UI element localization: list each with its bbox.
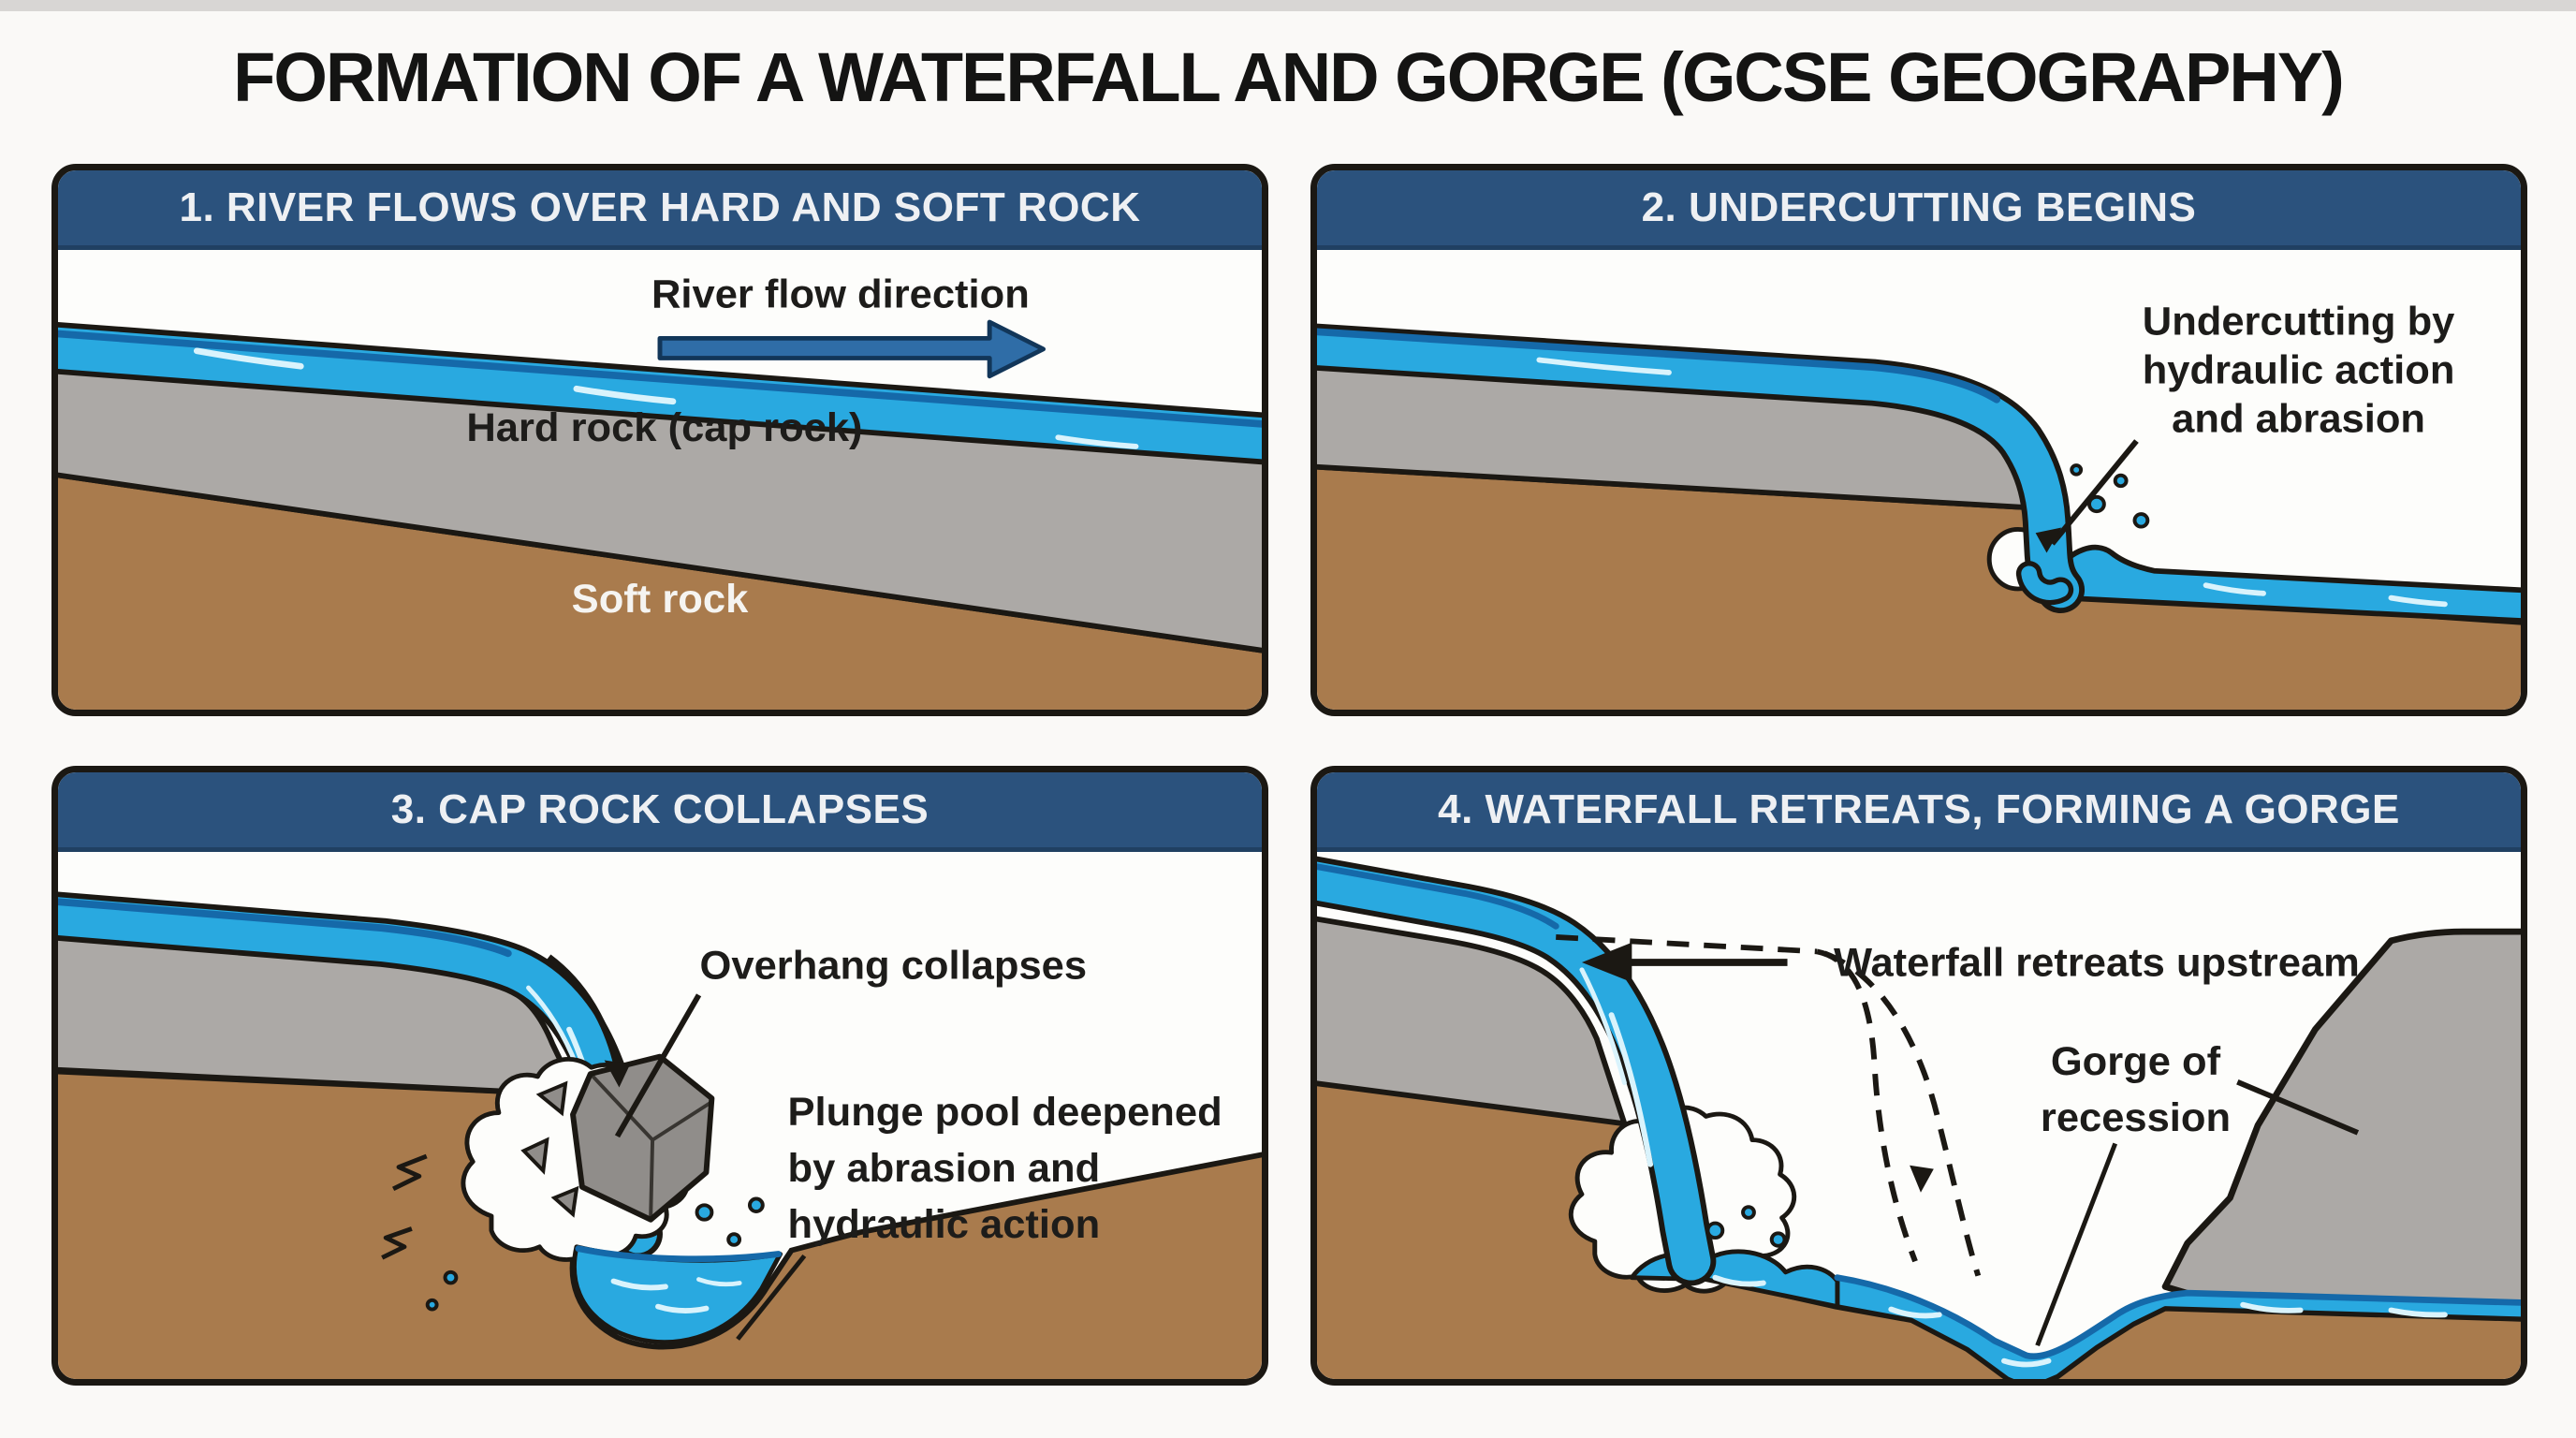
channel-wave-4	[2388, 1307, 2448, 1318]
river-stream-water	[1317, 329, 2080, 609]
undercut-note-line-1: Undercutting by	[2143, 300, 2455, 344]
panel-1-header-label: 1. RIVER FLOWS OVER HARD AND SOFT ROCK	[179, 184, 1141, 230]
crack-mark-1	[391, 1153, 428, 1192]
gorge-pointer-to-channel	[2035, 1142, 2118, 1347]
pool-wave-3	[696, 1277, 742, 1287]
fallen-cap-rock-block	[570, 1053, 715, 1223]
channel-wave-3	[2240, 1301, 2304, 1313]
undercut-note-line-2: hydraulic action	[2143, 348, 2455, 392]
retreat-label: Waterfall retreats upstream	[1834, 941, 2360, 985]
splash-droplet	[425, 1298, 439, 1312]
pool-wave-1	[610, 1278, 668, 1291]
former-position-dashes-left	[1816, 948, 1918, 1263]
soft-rock-label: Soft rock	[572, 578, 749, 622]
downstream-highlight-1	[2203, 582, 2266, 596]
channel-wave-2	[2001, 1357, 2052, 1368]
water-top-edge	[58, 330, 1262, 428]
splash-droplet	[2132, 512, 2150, 529]
stream-curl-water	[2021, 565, 2069, 600]
panel-3-canvas: Overhang collapses Plunge pool deepened …	[58, 891, 1262, 1379]
flow-direction-label: River flow direction	[651, 272, 1030, 316]
pool-wave-2	[655, 1303, 710, 1313]
splash-droplet	[1705, 1221, 1725, 1240]
page-title: FORMATION OF A WATERFALL AND GORGE (GCSE…	[233, 38, 2345, 116]
rock-shard	[535, 1080, 568, 1117]
panel-3: 3. CAP ROCK COLLAPSES	[51, 766, 1268, 1386]
panel-2-header-label: 2. UNDERCUTTING BEGINS	[1641, 184, 2197, 230]
falls-wave	[1712, 1274, 1766, 1287]
collapse-curved-arrow	[547, 954, 621, 1068]
splash-droplet	[2087, 494, 2106, 514]
block-facet-lines	[589, 1072, 713, 1220]
panel-2: 2. UNDERCUTTING BEGINS Undercutting by h…	[1310, 164, 2527, 716]
splash-droplet	[443, 1269, 459, 1285]
rock-shard	[550, 1185, 579, 1218]
panel-4-header-label: 4. WATERFALL RETREATS, FORMING A GORGE	[1438, 786, 2400, 832]
waterfall-stream-water	[1317, 861, 1711, 1281]
panel-1-canvas: River flow direction Hard rock (cap rock…	[58, 272, 1262, 710]
panel-2-header: 2. UNDERCUTTING BEGINS	[1317, 170, 2521, 250]
panel-4-header: 4. WATERFALL RETREATS, FORMING A GORGE	[1317, 772, 2521, 852]
plunge-label-line-1: Plunge pool deepened	[788, 1091, 1222, 1135]
stream-highlight	[1536, 357, 1672, 375]
overhang-pointer-line	[614, 993, 702, 1138]
gorge-pointer-to-wall	[2236, 1079, 2360, 1136]
panel-3-header-label: 3. CAP ROCK COLLAPSES	[390, 786, 929, 832]
plunge-label-line-3: hydraulic action	[788, 1203, 1101, 1247]
overhang-label: Overhang collapses	[700, 944, 1088, 988]
water-highlight-2	[573, 385, 677, 405]
panel-1-header: 1. RIVER FLOWS OVER HARD AND SOFT ROCK	[58, 170, 1262, 250]
splash-droplet	[1769, 1231, 1787, 1248]
splash-droplet	[2113, 473, 2129, 489]
stream-top-edge	[1317, 328, 2001, 404]
retreat-down-arrowhead	[1910, 1165, 1934, 1193]
rock-shard	[520, 1137, 549, 1175]
retreat-arrowhead	[1581, 942, 1632, 983]
top-edge-strip	[0, 0, 2576, 11]
plunge-label-line-2: by abrasion and	[788, 1147, 1101, 1191]
splash-droplet	[726, 1232, 742, 1247]
gorge-label-line-2: recession	[2041, 1095, 2231, 1139]
water-highlight-1	[193, 347, 304, 370]
panel-3-header: 3. CAP ROCK COLLAPSES	[58, 772, 1262, 852]
gorge-rock-wall	[2161, 928, 2521, 1315]
pool-surface-edge	[575, 1245, 783, 1263]
former-position-dashes-top	[1556, 934, 1818, 955]
panel-4-canvas: Waterfall retreats upstream Gorge of rec…	[1317, 856, 2521, 1379]
stream-top-edge	[1317, 863, 1559, 930]
water-highlight-3	[1055, 434, 1139, 449]
panel-4: 4. WATERFALL RETREATS, FORMING A GORGE	[1310, 766, 2527, 1386]
splash-droplet	[695, 1203, 714, 1222]
stream-highlight-1	[1608, 1012, 1654, 1167]
panel-2-canvas: Undercutting by hydraulic action and abr…	[1317, 300, 2521, 710]
splash-droplet	[1741, 1205, 1756, 1220]
gorge-label-line-1: Gorge of	[2051, 1039, 2221, 1083]
former-position-dashes-right	[1823, 950, 1982, 1277]
hard-rock-plateau	[1317, 916, 1629, 1127]
splash-droplet	[2070, 463, 2084, 477]
undercut-pointer-arrowhead	[2035, 527, 2062, 553]
collapse-arrowhead	[604, 1060, 631, 1088]
stream-top-edge	[58, 898, 512, 958]
splash-droplet	[747, 1196, 765, 1213]
channel-wave-1	[1888, 1306, 1942, 1319]
undercut-note-line-3: and abrasion	[2172, 397, 2425, 441]
plunge-pointer-line	[736, 1254, 807, 1341]
stream-highlight-2	[1579, 967, 1627, 1086]
downstream-highlight-2	[2388, 594, 2448, 608]
flow-arrow-icon	[657, 319, 1046, 379]
channel-surface-edge	[1834, 1274, 2521, 1360]
crack-mark-2	[381, 1226, 413, 1260]
undercut-pointer-line	[2050, 439, 2139, 546]
hard-rock-label: Hard rock (cap rock)	[466, 406, 862, 450]
panel-1: 1. RIVER FLOWS OVER HARD AND SOFT ROCK R…	[51, 164, 1268, 716]
